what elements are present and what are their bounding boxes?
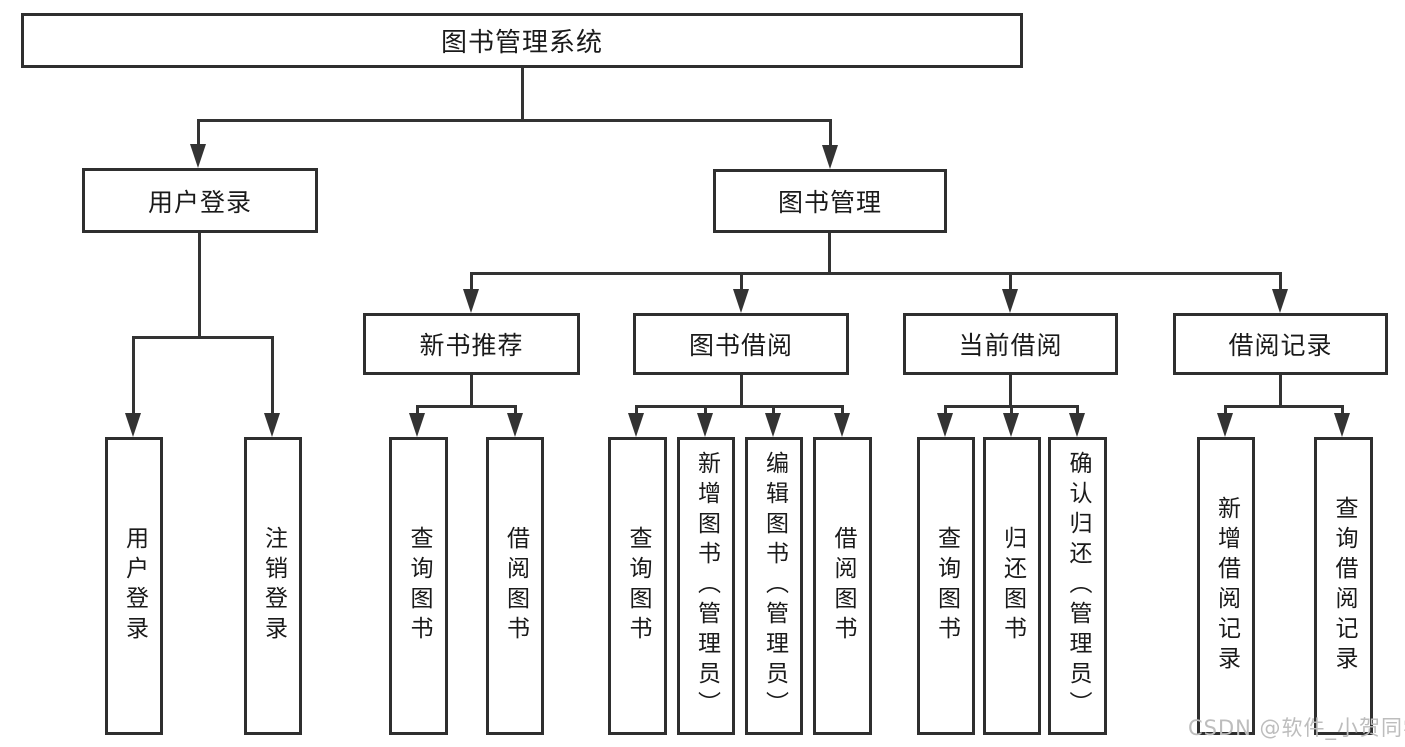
leaf-label: 借阅图书 — [502, 526, 529, 646]
arrowhead-icon — [1272, 289, 1288, 313]
arrowhead-icon — [697, 413, 713, 437]
connector-line — [1009, 375, 1012, 408]
leaf-node-query-books-borrow: 查询图书 — [608, 437, 667, 735]
connector-line — [1009, 272, 1012, 292]
arrowhead-icon — [463, 289, 479, 313]
connector-line — [635, 405, 638, 417]
connector-line — [470, 272, 473, 292]
leaf-label: 查询图书 — [933, 526, 960, 646]
branch-node-book-management: 图书管理 — [713, 169, 947, 233]
leaf-node-edit-books-admin: 编辑图书（管理员） — [745, 437, 803, 735]
leaf-node-borrow-books-recommend: 借阅图书 — [486, 437, 544, 735]
leaf-node-add-books-admin: 新增图书（管理员） — [677, 437, 735, 735]
branch-node-user-login: 用户登录 — [82, 168, 318, 233]
connector-line — [1279, 272, 1282, 292]
leaf-node-borrow-books: 借阅图书 — [813, 437, 872, 735]
connector-line — [1341, 405, 1344, 417]
connector-line — [470, 272, 1282, 275]
connector-line — [521, 68, 524, 122]
connector-line — [841, 405, 844, 417]
arrowhead-icon — [937, 413, 953, 437]
leaf-label: 查询图书 — [406, 526, 432, 646]
connector-line — [704, 405, 707, 417]
connector-line — [772, 405, 775, 417]
arrowhead-icon — [765, 413, 781, 437]
connector-line — [635, 405, 844, 408]
leaf-label: 新增借阅记录 — [1213, 496, 1240, 676]
connector-line — [944, 405, 947, 417]
arrowhead-icon — [190, 144, 206, 168]
arrowhead-icon — [1002, 289, 1018, 313]
arrowhead-icon — [834, 413, 850, 437]
leaf-node-query-borrow-record: 查询借阅记录 — [1314, 437, 1373, 735]
root-node-library-management-system: 图书管理系统 — [21, 13, 1023, 68]
leaf-label: 编辑图书（管理员） — [761, 451, 788, 721]
arrowhead-icon — [264, 413, 280, 437]
leaf-label: 新增图书（管理员） — [693, 451, 720, 721]
connector-line — [514, 405, 517, 417]
arrowhead-icon — [1217, 413, 1233, 437]
connector-line — [1279, 375, 1282, 408]
arrowhead-icon — [822, 145, 838, 169]
connector-line — [1224, 405, 1227, 417]
section-node-current-borrow: 当前借阅 — [903, 313, 1118, 375]
leaf-label: 查询借阅记录 — [1331, 496, 1357, 676]
connector-line — [197, 119, 200, 147]
leaf-node-add-borrow-record: 新增借阅记录 — [1197, 437, 1255, 735]
leaf-label: 注销登录 — [260, 526, 287, 646]
connector-line — [829, 119, 832, 147]
connector-line — [132, 336, 274, 339]
connector-line — [740, 272, 743, 292]
leaf-node-query-books-recommend: 查询图书 — [389, 437, 448, 735]
arrowhead-icon — [125, 413, 141, 437]
leaf-node-user-login: 用户登录 — [105, 437, 163, 735]
connector-line — [828, 233, 831, 275]
arrowhead-icon — [733, 289, 749, 313]
leaf-node-confirm-return-admin: 确认归还（管理员） — [1048, 437, 1107, 735]
leaf-label: 确认归还（管理员） — [1065, 451, 1091, 721]
section-node-borrow-records: 借阅记录 — [1173, 313, 1388, 375]
connector-line — [271, 336, 274, 416]
leaf-label: 借阅图书 — [830, 526, 856, 646]
leaf-label: 归还图书 — [999, 526, 1026, 646]
connector-line — [416, 405, 517, 408]
connector-line — [198, 233, 201, 339]
arrowhead-icon — [409, 413, 425, 437]
csdn-watermark: CSDN @软件_小贺同学 — [1188, 716, 1405, 740]
arrowhead-icon — [628, 413, 644, 437]
connector-line — [132, 336, 135, 416]
leaf-label: 查询图书 — [625, 526, 651, 646]
connector-line — [1010, 405, 1013, 417]
section-node-book-borrow: 图书借阅 — [633, 313, 849, 375]
arrowhead-icon — [1003, 413, 1019, 437]
leaf-node-logout: 注销登录 — [244, 437, 302, 735]
connector-line — [416, 405, 419, 417]
connector-line — [740, 375, 743, 408]
arrowhead-icon — [1334, 413, 1350, 437]
section-node-new-book-recommend: 新书推荐 — [363, 313, 580, 375]
leaf-node-return-books: 归还图书 — [983, 437, 1041, 735]
connector-line — [1224, 405, 1344, 408]
connector-line — [197, 119, 832, 122]
connector-line — [470, 375, 473, 408]
leaf-node-query-books-current: 查询图书 — [917, 437, 975, 735]
arrowhead-icon — [1069, 413, 1085, 437]
leaf-label: 用户登录 — [121, 526, 148, 646]
arrowhead-icon — [507, 413, 523, 437]
connector-line — [1076, 405, 1079, 417]
